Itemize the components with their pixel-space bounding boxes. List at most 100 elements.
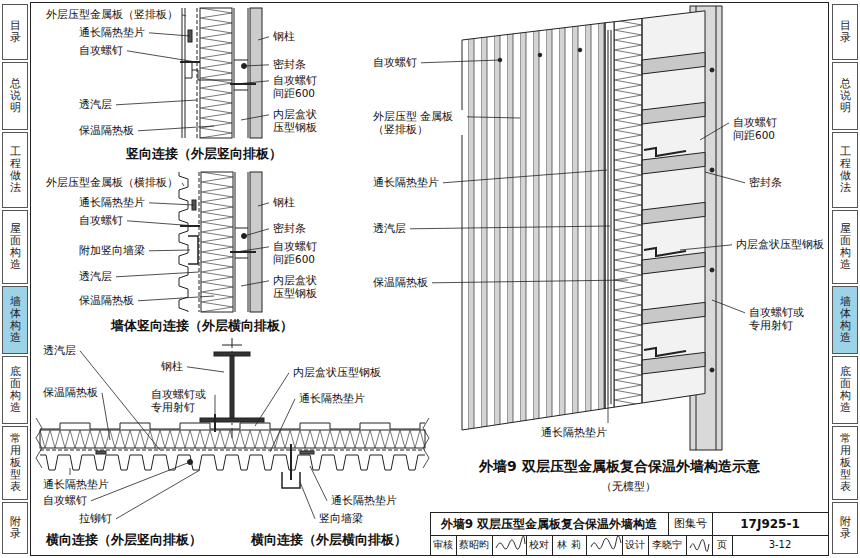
leader-line bbox=[182, 183, 184, 186]
nav-tab: 目录 bbox=[832, 4, 858, 60]
tab-label: 底面构造 bbox=[840, 366, 851, 414]
callout-label: 保温隔热板 bbox=[78, 124, 135, 137]
leader-line bbox=[127, 51, 196, 62]
leader-line bbox=[236, 247, 269, 252]
leader-line bbox=[80, 351, 160, 450]
nav-tab: 附录 bbox=[2, 502, 28, 554]
nav-tab: 总说明 bbox=[2, 62, 28, 130]
drawing-title: 外墙9 双层压型金属板复合保温外墙构造 bbox=[441, 517, 658, 531]
table-cell: 页 bbox=[716, 539, 728, 551]
callout-label: 拉铆钉 bbox=[78, 512, 113, 525]
callout-label: 钢柱 bbox=[272, 196, 296, 209]
nav-tab: 底面构造 bbox=[2, 356, 28, 424]
leader-line bbox=[241, 115, 269, 120]
callout-label: 内层盒状 压型钢板 bbox=[272, 108, 324, 133]
nav-tab: 附录 bbox=[832, 502, 858, 554]
leader-line bbox=[432, 280, 628, 283]
leader-line bbox=[70, 468, 71, 475]
table-cell: 审核 bbox=[432, 539, 454, 551]
table-cell: 校对 bbox=[528, 539, 550, 551]
leader-line bbox=[700, 123, 729, 140]
leader-line bbox=[182, 15, 186, 16]
leader-line bbox=[102, 393, 110, 440]
callout-label: 自攻螺钉 间距600 bbox=[732, 116, 784, 141]
callout-label: 通长隔热垫片 bbox=[78, 26, 146, 39]
view-title: 墙体竖向连接（外层横向排板） bbox=[110, 318, 294, 334]
callout-label: 通长隔热垫片 bbox=[298, 392, 366, 405]
callout-label: 通长隔热垫片 bbox=[330, 494, 398, 507]
callout-label: 自攻螺钉 bbox=[78, 214, 124, 227]
tab-label: 附录 bbox=[840, 516, 851, 540]
tab-label: 屋面构造 bbox=[10, 223, 21, 271]
callout-label: 通长隔热垫片 bbox=[540, 426, 608, 439]
table-cell: 李晓宁 bbox=[651, 539, 683, 551]
leader-line bbox=[236, 81, 269, 84]
callout-label: 附加竖向墙梁 bbox=[78, 244, 146, 257]
table-cell: 图集号 bbox=[673, 517, 708, 530]
callout-label: 自攻螺钉 bbox=[78, 44, 124, 57]
nav-tab: 常用板型表 bbox=[2, 426, 28, 500]
leader-line bbox=[241, 281, 269, 286]
leader-line bbox=[116, 100, 197, 105]
leader-line bbox=[138, 126, 214, 131]
tab-label: 总说明 bbox=[10, 78, 21, 114]
leader-line bbox=[187, 367, 224, 372]
callout-label: 保温隔热板 bbox=[42, 386, 99, 399]
tab-label: 目录 bbox=[10, 20, 21, 44]
table-cell: 林 莉 bbox=[556, 539, 581, 551]
leader-line bbox=[149, 203, 194, 205]
leader-line bbox=[270, 399, 295, 452]
figure-note: （无檩型） bbox=[600, 480, 657, 493]
tab-label: 常用板型表 bbox=[840, 433, 851, 493]
leader-line bbox=[300, 482, 315, 519]
leader-line bbox=[116, 272, 199, 277]
nav-tab: 常用板型表 bbox=[832, 426, 858, 500]
leader-line bbox=[116, 470, 200, 519]
callout-label: 保温隔热板 bbox=[372, 276, 429, 289]
tab-label: 屋面构造 bbox=[840, 223, 851, 271]
callout-label: 外层压型金属板（竖排板） bbox=[45, 8, 179, 21]
nav-tab: 底面构造 bbox=[832, 356, 858, 424]
callout-label: 透汽层 bbox=[372, 222, 407, 235]
leader-line bbox=[138, 296, 214, 301]
leader-line bbox=[255, 373, 289, 426]
callout-label: 透汽层 bbox=[78, 270, 113, 283]
callout-label: 自攻螺钉或 专用射钉 bbox=[150, 388, 212, 413]
nav-tab: 目录 bbox=[2, 4, 28, 60]
tab-label: 总说明 bbox=[840, 78, 851, 114]
leader-line bbox=[127, 221, 196, 226]
tab-label: 墙体构造 bbox=[10, 296, 21, 344]
callout-label: 内层盒状压型钢板 bbox=[735, 238, 825, 251]
callout-label: 钢柱 bbox=[272, 30, 296, 43]
leader-line bbox=[421, 60, 500, 63]
callout-label: 自攻螺钉 bbox=[42, 494, 88, 507]
leader-line bbox=[258, 37, 269, 40]
leader-line bbox=[410, 226, 610, 229]
callout-label: 自攻螺钉 间距600 bbox=[272, 240, 324, 265]
table-cell: 设计 bbox=[624, 539, 646, 551]
view-title: 横向连接（外层横向排板） bbox=[250, 532, 408, 548]
callout-label: 竖向墙梁 bbox=[318, 512, 364, 525]
tab-label: 附录 bbox=[10, 516, 21, 540]
nav-tab: 屋面构造 bbox=[2, 210, 28, 284]
tab-label: 目录 bbox=[840, 20, 851, 44]
leader-line bbox=[215, 395, 216, 428]
nav-tab: 墙体构造 bbox=[832, 286, 858, 354]
leader-line bbox=[149, 33, 190, 36]
nav-tab: 工程做法 bbox=[832, 132, 858, 208]
tab-label: 工程做法 bbox=[10, 146, 21, 194]
nav-tab: 工程做法 bbox=[2, 132, 28, 208]
leader-line bbox=[310, 466, 327, 501]
callout-label: 内层盒状压型钢板 bbox=[292, 366, 382, 379]
tab-label: 底面构造 bbox=[10, 366, 21, 414]
callout-label: 密封条 bbox=[272, 222, 307, 235]
leader-line bbox=[244, 229, 269, 236]
callout-label: 透汽层 bbox=[42, 344, 77, 357]
callout-label: 通长隔热垫片 bbox=[372, 176, 440, 189]
nav-tab: 总说明 bbox=[832, 62, 858, 130]
view-title: 横向连接（外层竖向排板） bbox=[45, 532, 203, 548]
tab-label: 常用板型表 bbox=[10, 433, 21, 493]
leader-line bbox=[467, 117, 520, 118]
callout-label: 内层盒状 压型钢板 bbox=[272, 274, 324, 299]
leader-line bbox=[705, 172, 745, 183]
